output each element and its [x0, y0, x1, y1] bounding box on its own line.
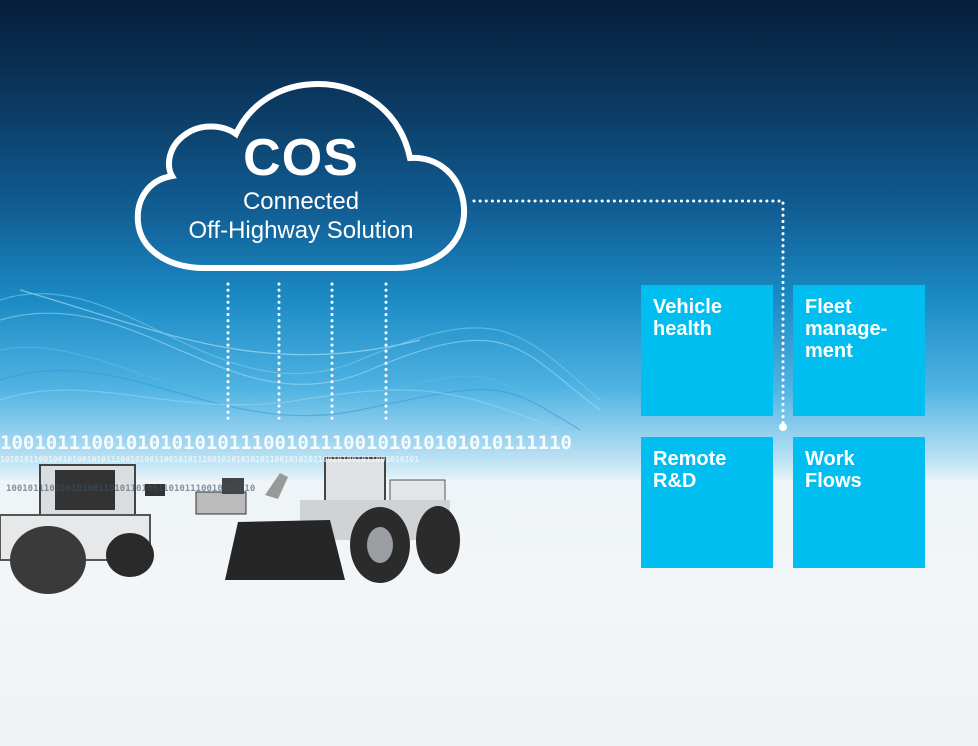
- tile-label-line: health: [653, 318, 712, 340]
- cloud-title: COS: [243, 129, 359, 187]
- connector-endpoint: [779, 423, 787, 431]
- tile-remote-rd: Remote R&D: [641, 437, 773, 568]
- tile-label-line: Remote: [653, 448, 727, 470]
- wheel-loader-image: [225, 457, 460, 583]
- tile-label-line: Fleet: [805, 296, 852, 318]
- dotted-connectors: [226, 199, 785, 429]
- binary-stream-lower: 1001011101001010011010110100110101110010…: [6, 484, 256, 494]
- tile-label-line: manage-: [805, 318, 888, 340]
- data-waves: [0, 289, 601, 431]
- binary-stream-small: 1010101100100101001010111001010011001010…: [0, 455, 420, 464]
- tile-vehicle-health: Vehicle health: [641, 285, 773, 416]
- tile-label-line: R&D: [653, 470, 697, 492]
- paver-image: [145, 473, 288, 515]
- tile-label-line: ment: [805, 340, 853, 362]
- binary-stream: 1001011100101010101011100101110010101010…: [0, 432, 572, 454]
- cloud-shape: [134, 80, 468, 271]
- tile-label-line: Vehicle: [653, 296, 722, 318]
- cloud-subtitle-line1: Connected: [242, 188, 360, 215]
- tile-label-line: Work: [805, 448, 855, 470]
- tile-fleet-management: Fleet manage- ment: [793, 285, 925, 416]
- tile-label-line: Flows: [805, 470, 862, 492]
- tile-work-flows: Work Flows: [793, 437, 925, 568]
- road-roller-image: [0, 464, 154, 594]
- cloud-subtitle-line2: Off-Highway Solution: [188, 217, 414, 244]
